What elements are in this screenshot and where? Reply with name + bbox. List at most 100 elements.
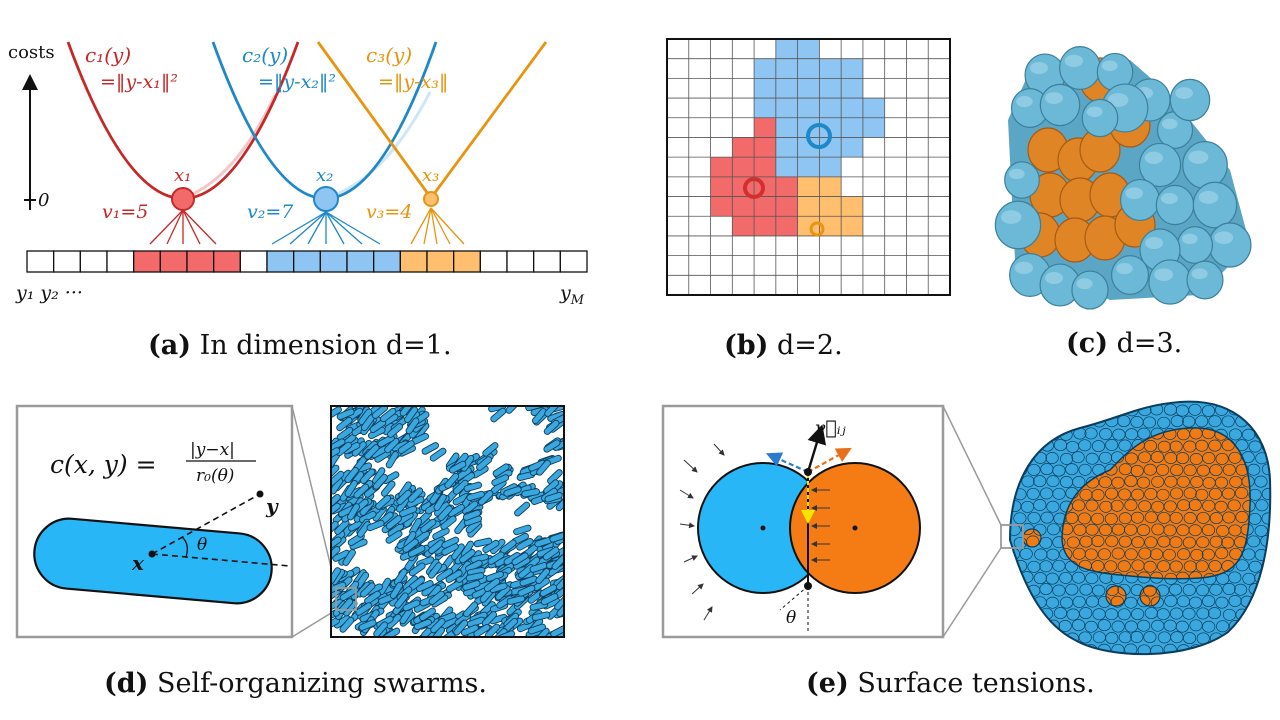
- tissue-cell: [1143, 631, 1157, 644]
- cell-3d-highlight: [1076, 278, 1093, 290]
- tissue-cell: [1045, 572, 1059, 585]
- swarm-rod: [462, 500, 479, 516]
- grid-cell-red: [732, 196, 755, 217]
- tissue-cell: [1059, 571, 1073, 584]
- tissue-cell: [1255, 595, 1269, 608]
- tissue-cell: [1157, 440, 1171, 453]
- angle-theta-e: θ: [786, 608, 796, 628]
- tissue-cell: [1157, 416, 1171, 429]
- tissue-cell: [1202, 595, 1216, 608]
- swarm-rod: [428, 562, 443, 579]
- swarm-rod: [484, 623, 501, 637]
- tissue-cell: [1124, 475, 1138, 488]
- swarm-rod: [492, 463, 510, 477]
- tissue-cell: [1046, 523, 1061, 536]
- swarm-rod: [421, 442, 440, 455]
- zoom-line-bottom: [291, 609, 337, 638]
- tissue-cell: [1078, 415, 1092, 428]
- swarm-rod: [331, 502, 341, 517]
- tissue-cell: [1261, 584, 1271, 597]
- formula-denominator: r₀(θ): [196, 466, 234, 486]
- tissue-cell: [1105, 487, 1119, 500]
- cell-3d-highlight: [1116, 263, 1133, 275]
- tissue-cell: [1183, 560, 1197, 573]
- cost-1-label: c₁(y): [85, 43, 131, 67]
- grid-cell-blue: [797, 117, 820, 138]
- tissue-cell: [1143, 584, 1157, 597]
- cell-1d: [453, 250, 481, 273]
- pressure-arrow: [683, 555, 698, 563]
- grid-cell-blue: [819, 157, 842, 177]
- tissue-cell: [1216, 643, 1230, 655]
- swarm-rod: [339, 616, 355, 633]
- grid-cell-blue: [775, 58, 798, 79]
- point-x3-label: x₃: [422, 165, 439, 186]
- tissue-cell: [1209, 583, 1223, 596]
- tissue-cell: [1060, 523, 1074, 536]
- grid-cell-blue: [797, 58, 820, 79]
- swarm-rod: [331, 438, 346, 452]
- tissue-cell: [1201, 404, 1216, 417]
- tissue-cell: [1039, 415, 1053, 428]
- swarm-rod: [331, 470, 345, 486]
- tissue-cell: [1010, 571, 1022, 584]
- swarm-rod: [441, 536, 460, 549]
- tissue-cell: [1014, 416, 1028, 429]
- swarm-rod: [407, 545, 426, 558]
- tissue-cell: [1111, 476, 1125, 489]
- tissue-cell: [1104, 560, 1118, 573]
- tissue-cell: [1118, 631, 1132, 644]
- tissue-cell: [1163, 500, 1177, 513]
- cell-3d-highlight: [1175, 87, 1193, 100]
- swarm-rod: [535, 568, 551, 585]
- tissue-cell: [1097, 619, 1111, 632]
- tissue-cell: [1215, 596, 1229, 609]
- tissue-cell: [1052, 487, 1066, 500]
- swarm-rod: [366, 519, 385, 532]
- tissue-cell: [1060, 643, 1074, 655]
- tissue-cell: [1091, 489, 1105, 501]
- cell-1d: [53, 250, 81, 273]
- tissue-cell: [1084, 548, 1098, 561]
- tissue-cell: [1201, 524, 1216, 537]
- tissue-cell: [1241, 475, 1255, 488]
- cell-3d-blue: [1004, 161, 1040, 199]
- tissue-cell: [1085, 404, 1099, 417]
- y-end-sub: M: [570, 293, 585, 308]
- tissue-cell: [1209, 464, 1223, 477]
- tissue-cell: [1065, 487, 1079, 500]
- tissue-cell: [1150, 451, 1164, 464]
- grid-cell-red: [754, 137, 776, 158]
- cell-3d-highlight: [1064, 54, 1084, 67]
- tissue-cell: [1234, 583, 1248, 596]
- swarm-rod: [385, 515, 402, 530]
- swarm-rod: [543, 419, 560, 435]
- tissue-cell: [1039, 560, 1053, 573]
- tissue-cell: [1136, 524, 1151, 537]
- caption-a: (a) In dimension d=1.: [148, 330, 452, 361]
- cell-3d-highlight: [1145, 237, 1163, 250]
- zoom-line-e-top: [942, 405, 1002, 526]
- tissue-cell: [1138, 451, 1152, 464]
- cell-3d-highlight: [1214, 231, 1234, 244]
- grid-cell-blue: [841, 117, 863, 138]
- tissue-cell: [1182, 415, 1196, 428]
- grid-cell-orange: [797, 176, 820, 197]
- swarm-rod: [385, 530, 403, 544]
- point-x2-label: x₂: [316, 165, 333, 186]
- tissue-cell: [1169, 440, 1183, 453]
- fan-lines-1: [149, 209, 217, 245]
- swarm-rod: [385, 451, 399, 469]
- tissue-cell: [1222, 631, 1237, 644]
- grid-cell-orange: [841, 196, 863, 217]
- swarm-rod: [488, 406, 507, 413]
- tissue-cell: [1195, 488, 1209, 501]
- tissue-cell: [1156, 463, 1170, 476]
- panel-c-3d-cells: (c) d=3.: [994, 46, 1252, 359]
- tissue-cell: [1019, 547, 1033, 560]
- tissue-cell: [1110, 451, 1125, 464]
- point-y-label: y: [265, 494, 279, 518]
- tissue-cell: [1071, 619, 1086, 632]
- tissue-cell: [1196, 536, 1210, 549]
- tissue-cell: [1065, 463, 1079, 476]
